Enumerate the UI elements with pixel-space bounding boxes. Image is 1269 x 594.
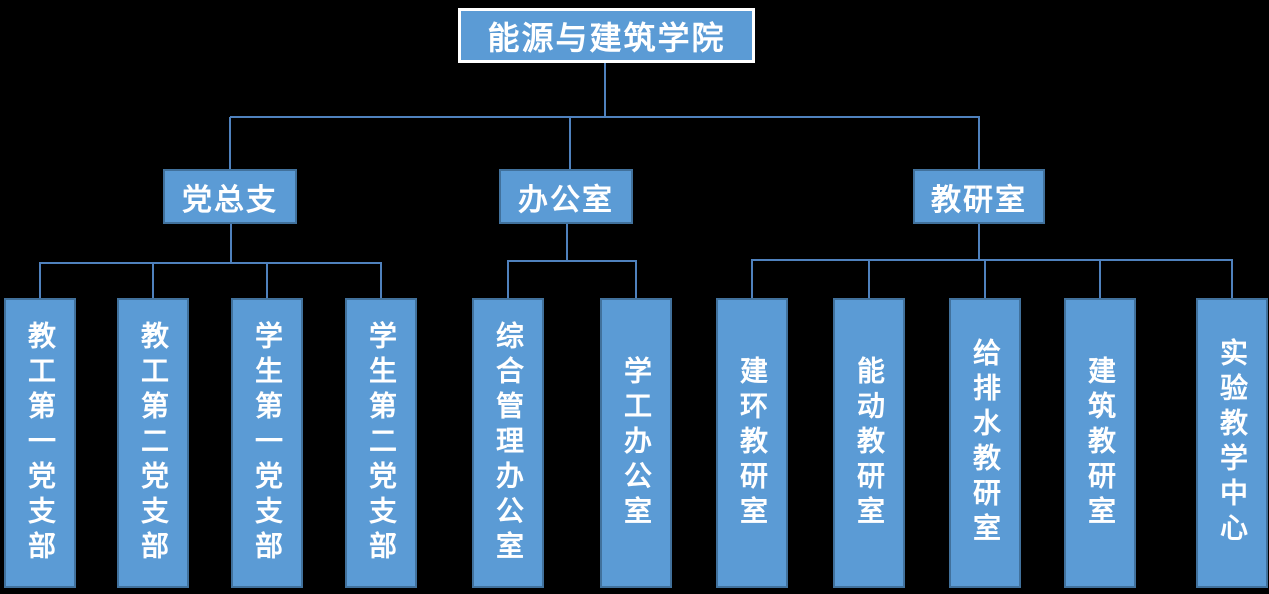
node-college-root: 能源与建筑学院: [458, 8, 755, 63]
node-office: 办公室: [499, 169, 633, 224]
connector-party-stem: [230, 224, 232, 264]
connector-teaching-drop-1: [751, 260, 753, 298]
connector-office-drop-2: [635, 261, 637, 298]
leaf-label: 建筑教研室: [1085, 355, 1116, 531]
node-student-affairs-office: 学工办公室: [600, 298, 672, 588]
node-built-env-teaching-office: 建环教研室: [716, 298, 788, 588]
connector-root-stem: [604, 63, 606, 118]
connector-party-drop-4: [380, 263, 382, 298]
node-general-admin-office: 综合管理办公室: [472, 298, 544, 588]
leaf-label: 给排水教研室: [970, 338, 1001, 548]
connector-party-rail: [39, 262, 382, 264]
connector-drop-party: [229, 117, 231, 169]
connector-party-drop-3: [266, 263, 268, 298]
connector-teaching-drop-3: [984, 260, 986, 298]
node-staff-party-branch-2: 教工第二党支部: [117, 298, 189, 588]
connector-office-stem: [566, 224, 568, 262]
connector-party-drop-2: [152, 263, 154, 298]
leaf-label: 学生第二党支部: [366, 320, 397, 566]
node-student-party-branch-2: 学生第二党支部: [345, 298, 417, 588]
connector-teaching-rail: [751, 259, 1233, 261]
connector-teaching-stem: [978, 224, 980, 261]
node-student-party-branch-1: 学生第一党支部: [231, 298, 303, 588]
node-architecture-teaching-office: 建筑教研室: [1064, 298, 1136, 588]
connector-teaching-drop-5: [1231, 260, 1233, 298]
node-experimental-teaching-center: 实验教学中心: [1196, 298, 1268, 588]
node-staff-party-branch-1: 教工第一党支部: [4, 298, 76, 588]
connector-drop-office: [569, 117, 571, 169]
leaf-label: 学工办公室: [621, 355, 652, 531]
leaf-label: 实验教学中心: [1217, 338, 1248, 548]
leaf-label: 教工第一党支部: [25, 320, 56, 566]
connector-office-rail: [507, 260, 637, 262]
leaf-label: 学生第一党支部: [252, 320, 283, 566]
connector-teaching-drop-2: [868, 260, 870, 298]
leaf-label: 建环教研室: [737, 355, 768, 531]
node-party-general-branch: 党总支: [163, 169, 297, 224]
node-teaching-research-office: 教研室: [913, 169, 1045, 224]
connector-party-drop-1: [39, 263, 41, 298]
connector-office-drop-1: [507, 261, 509, 298]
connector-root-rail: [230, 116, 980, 118]
leaf-label: 能动教研室: [854, 355, 885, 531]
leaf-label: 综合管理办公室: [493, 320, 524, 566]
node-water-supply-teaching-office: 给排水教研室: [949, 298, 1021, 588]
node-energy-power-teaching-office: 能动教研室: [833, 298, 905, 588]
connector-teaching-drop-4: [1099, 260, 1101, 298]
connector-drop-teaching: [978, 117, 980, 169]
leaf-label: 教工第二党支部: [138, 320, 169, 566]
